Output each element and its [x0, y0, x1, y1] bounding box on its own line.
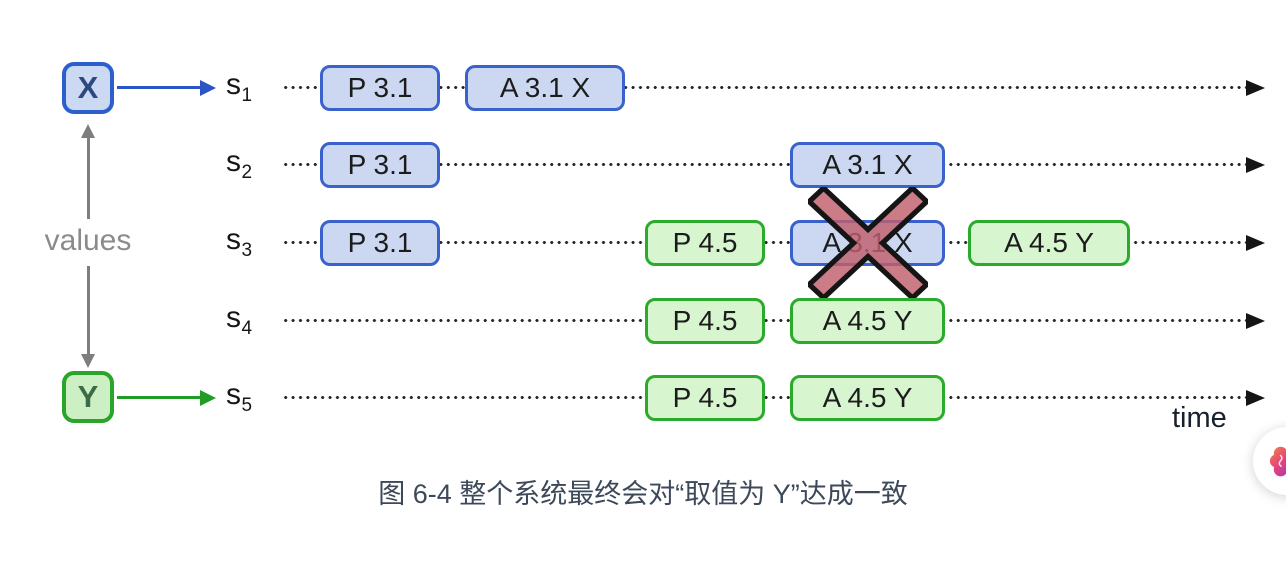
timeline-s5-arrowhead-icon: [1246, 390, 1265, 406]
server-label-s1: s1: [226, 68, 253, 106]
value-box-y: Y: [62, 371, 114, 423]
timeline-s2-arrowhead-icon: [1246, 157, 1265, 173]
values-arrow-shaft-top: [87, 137, 90, 219]
figure-caption: 图 6-4 整个系统最终会对“取值为 Y”达成一致: [378, 479, 908, 509]
event-box: P 4.5: [645, 298, 765, 344]
values-label: values: [44, 224, 132, 257]
server-label-s4: s4: [226, 301, 253, 339]
timeline-s4-arrowhead-icon: [1246, 313, 1265, 329]
y-to-s5-arrow-line: [117, 396, 202, 399]
y-to-s5-arrowhead-icon: [200, 390, 216, 406]
value-y-label: Y: [77, 379, 99, 414]
event-box: P 4.5: [645, 375, 765, 421]
event-box: P 3.1: [320, 220, 440, 266]
timeline-s2: [282, 163, 1246, 166]
event-box: A 3.1 X: [790, 142, 945, 188]
event-box: A 4.5 Y: [790, 298, 945, 344]
time-axis-label: time: [1172, 402, 1227, 434]
event-box: P 4.5: [645, 220, 765, 266]
event-box: A 4.5 Y: [790, 375, 945, 421]
timeline-s1-arrowhead-icon: [1246, 80, 1265, 96]
event-box: A 4.5 Y: [968, 220, 1130, 266]
x-to-s1-arrow-line: [117, 86, 202, 89]
server-label-s3: s3: [226, 223, 253, 261]
cross-out-icon: [808, 187, 928, 299]
timeline-s1: [282, 86, 1246, 89]
values-arrow-down-icon: [81, 354, 95, 368]
event-box: A 3.1 X: [465, 65, 625, 111]
x-to-s1-arrowhead-icon: [200, 80, 216, 96]
values-arrow-shaft-bottom: [87, 266, 90, 355]
value-x-label: X: [77, 70, 99, 105]
server-label-s5: s5: [226, 378, 253, 416]
server-label-s2: s2: [226, 145, 253, 183]
event-box: P 3.1: [320, 142, 440, 188]
value-box-x: X: [62, 62, 114, 114]
timeline-s3-arrowhead-icon: [1246, 235, 1265, 251]
values-arrow-up-icon: [81, 124, 95, 138]
brain-icon: [1269, 446, 1286, 477]
event-box: P 3.1: [320, 65, 440, 111]
